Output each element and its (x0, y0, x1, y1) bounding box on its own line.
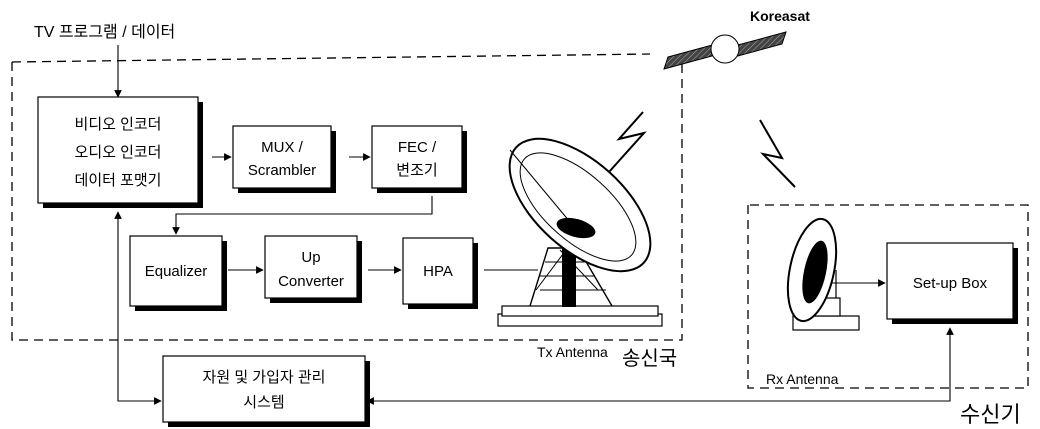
encoder-block: 비디오 인코더 오디오 인코더 데이터 포맷기 (38, 97, 203, 208)
arrow-fec-equalizer (176, 196, 432, 234)
mux-block: MUX / Scrambler (233, 126, 336, 193)
upconverter-block: Up Converter (265, 236, 362, 303)
settop-block: Set-up Box (887, 243, 1018, 324)
encoder-line-1: 비디오 인코더 (75, 116, 162, 133)
rx-antenna-icon (780, 215, 859, 330)
mux-line-1: MUX / (261, 139, 304, 156)
mgmt-block: 자원 및 가입자 관리 시스템 (163, 356, 370, 427)
satellite-label: Koreasat (750, 8, 810, 24)
encoder-line-3: 데이터 포맷기 (75, 172, 162, 189)
fec-line-2: 변조기 (396, 162, 437, 179)
mux-line-2: Scrambler (248, 162, 316, 179)
upconverter-line-2: Converter (278, 273, 344, 290)
rx-antenna-label: Rx Antenna (766, 371, 839, 387)
hpa-block: HPA (403, 238, 478, 309)
tx-antenna-label: Tx Antenna (537, 344, 608, 360)
hpa-label: HPA (423, 263, 453, 280)
settop-label: Set-up Box (913, 275, 988, 292)
mgmt-line-2: 시스템 (243, 394, 284, 411)
encoder-line-2: 오디오 인코더 (75, 144, 162, 161)
downlink-signal (760, 120, 795, 187)
tx-antenna-icon (487, 115, 674, 326)
mgmt-line-1: 자원 및 가입자 관리 (203, 369, 326, 386)
fec-line-1: FEC / (398, 139, 437, 156)
tx-station-label: 송신국 (622, 347, 677, 370)
satellite-icon (664, 32, 786, 69)
uplink-signal (609, 112, 644, 172)
upconverter-line-1: Up (301, 249, 320, 266)
equalizer-block: Equalizer (130, 236, 227, 311)
input-label: TV 프로그램 / 데이터 (34, 23, 175, 41)
fec-block: FEC / 변조기 (372, 126, 467, 193)
receiver-label: 수신기 (960, 402, 1021, 427)
equalizer-label: Equalizer (145, 263, 208, 280)
